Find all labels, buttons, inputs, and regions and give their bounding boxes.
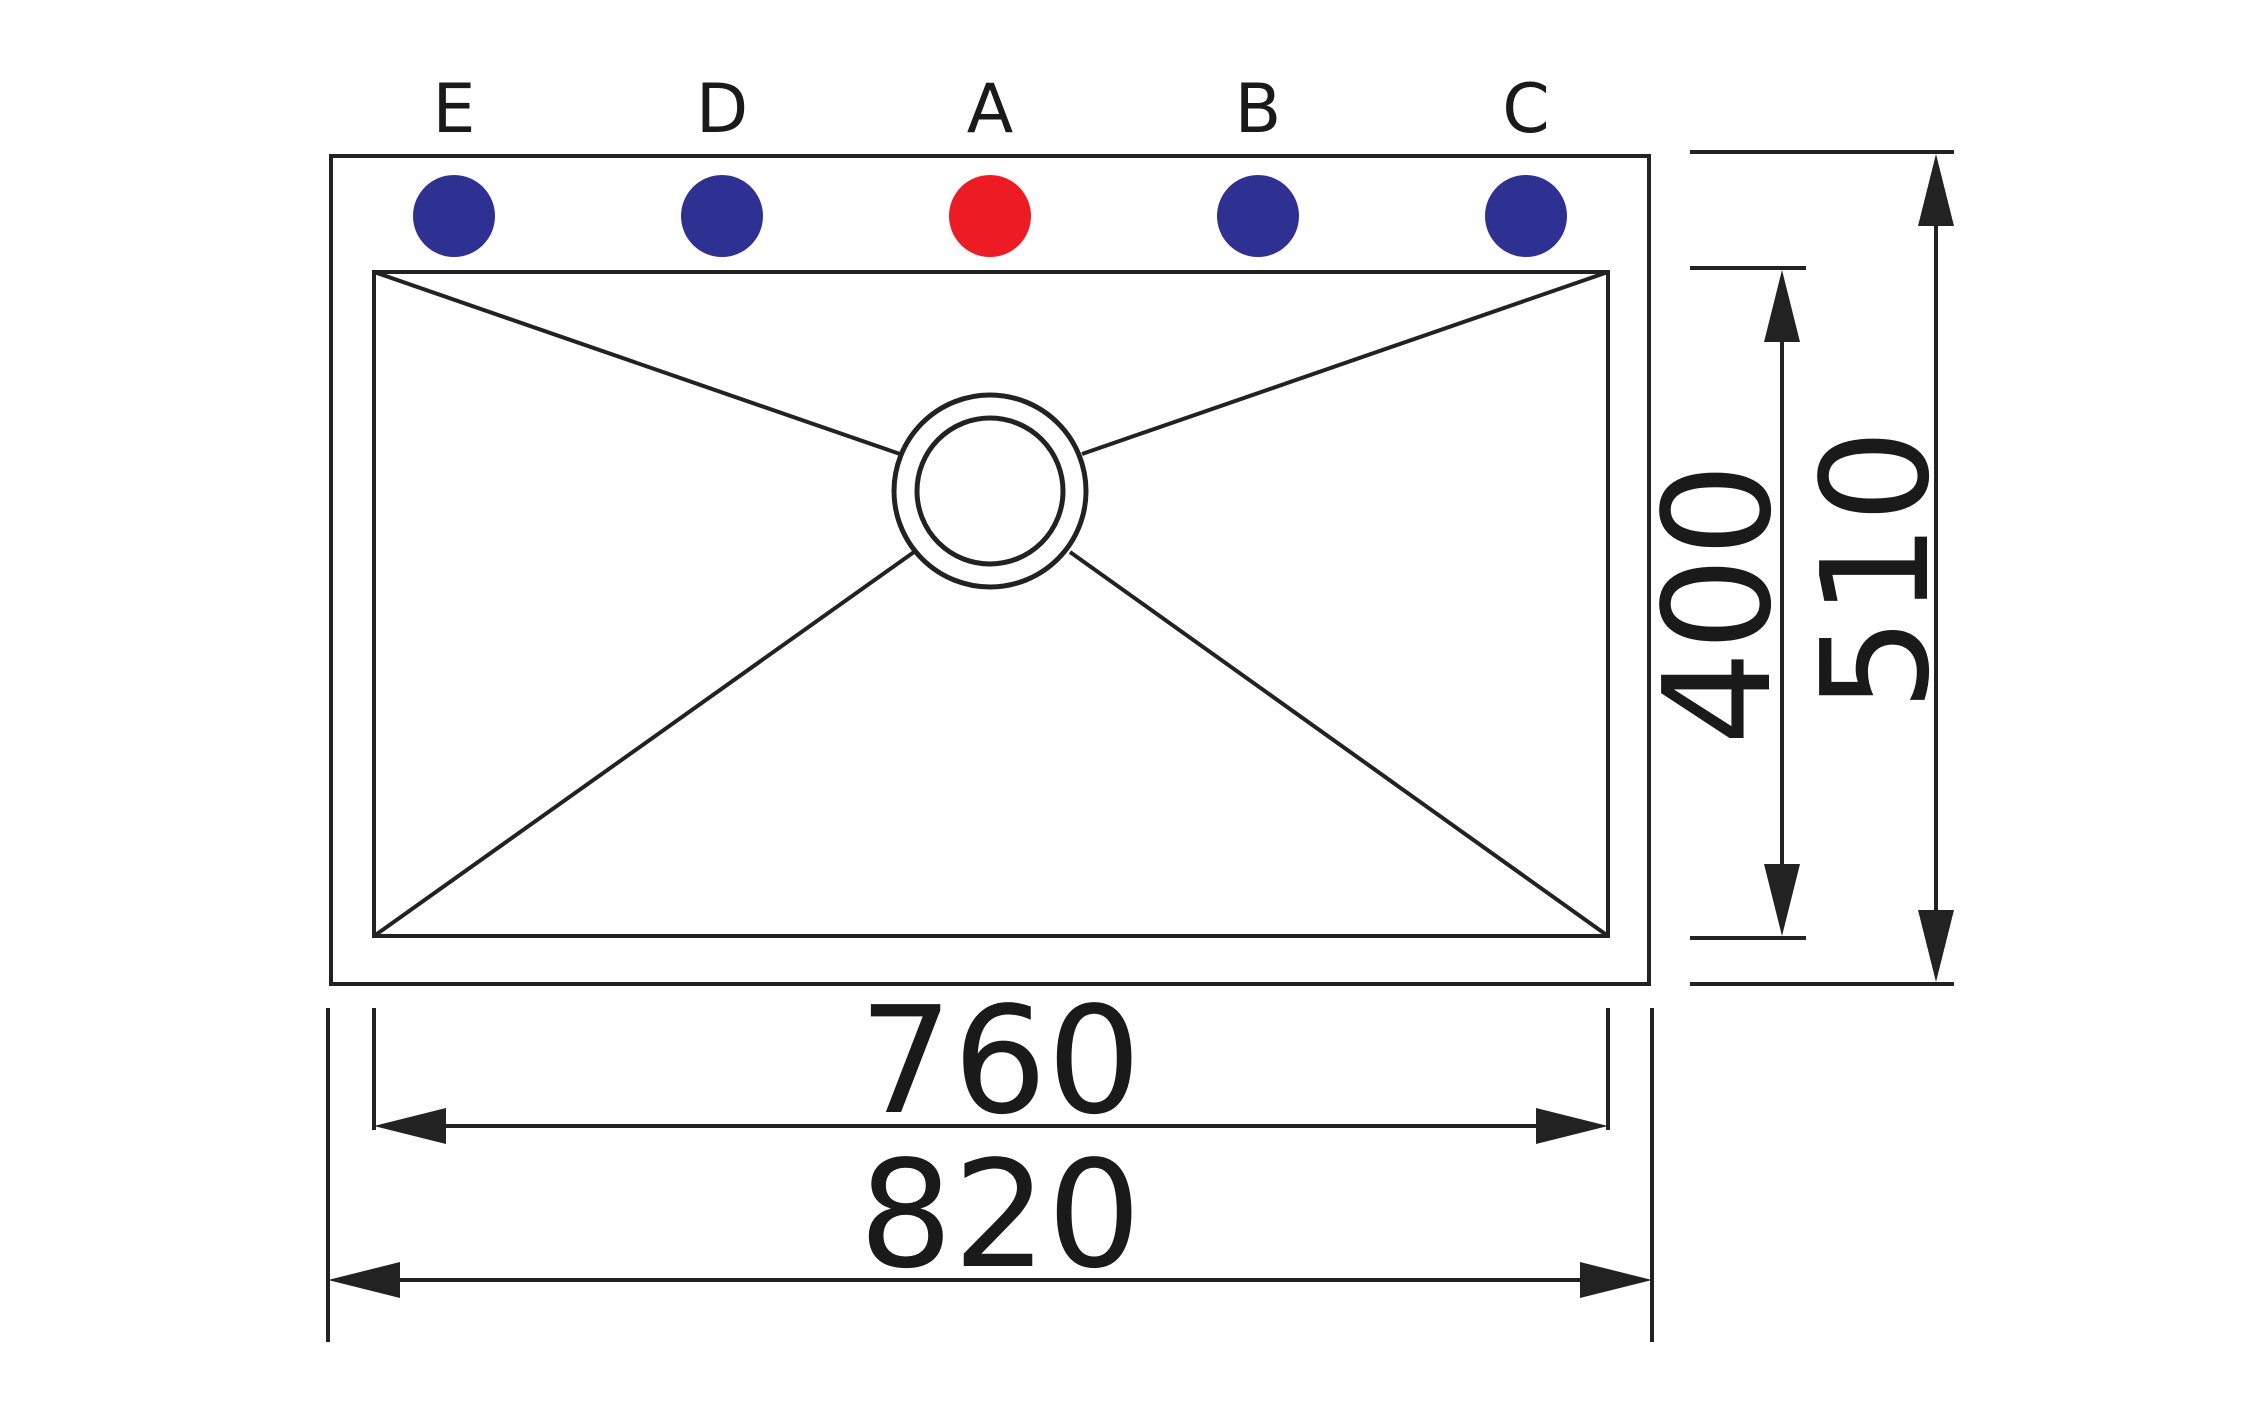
tap-hole-label-b: B [1235,70,1282,149]
tap-hole-a [949,175,1031,257]
bowl-width-label: 760 [859,975,1142,1147]
tap-hole-e [413,175,495,257]
bowl-slope-line-bottom-right [1068,550,1610,938]
overall-width-arrow-left [328,1262,400,1298]
bowl-slope-line-top-left [373,270,901,456]
overall-depth-label: 510 [1790,429,1962,712]
bowl-depth-label: 400 [1632,463,1804,746]
sink-bowl-outline [372,270,1610,938]
bowl-depth-arrow-bottom [1764,864,1800,936]
tap-hole-label-e: E [433,70,476,149]
bowl-depth-arrow-top [1764,270,1800,342]
overall-depth-arrow-top [1918,154,1954,226]
tap-hole-b [1217,175,1299,257]
tap-hole-label-a: A [967,70,1014,149]
overall-width-arrow-right [1580,1262,1652,1298]
bowl-slope-line-top-right [1081,270,1609,456]
sink-outer-outline [329,154,1651,986]
overall-depth-arrow-bottom [1918,910,1954,982]
tap-hole-c [1485,175,1567,257]
bowl-width-arrow-left [374,1108,446,1144]
tap-hole-label-d: D [696,70,748,149]
bowl-width-arrow-right [1536,1108,1608,1144]
drain-inner-ring [914,415,1066,567]
bowl-slope-line-bottom-left [372,550,916,938]
tap-hole-d [681,175,763,257]
tap-hole-label-c: C [1502,70,1549,149]
overall-width-label: 820 [859,1129,1142,1301]
